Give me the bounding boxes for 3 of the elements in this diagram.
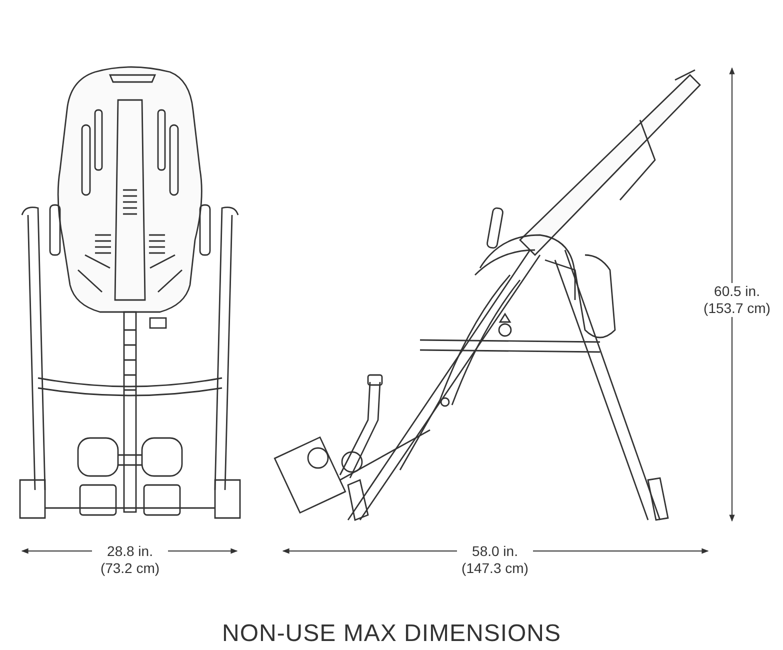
diagram-title: NON-USE MAX DIMENSIONS (220, 620, 562, 648)
dimension-label: 28.8 in. (73.2 cm) (92, 543, 168, 577)
dimension-label: 58.0 in. (147.3 cm) (457, 543, 533, 577)
